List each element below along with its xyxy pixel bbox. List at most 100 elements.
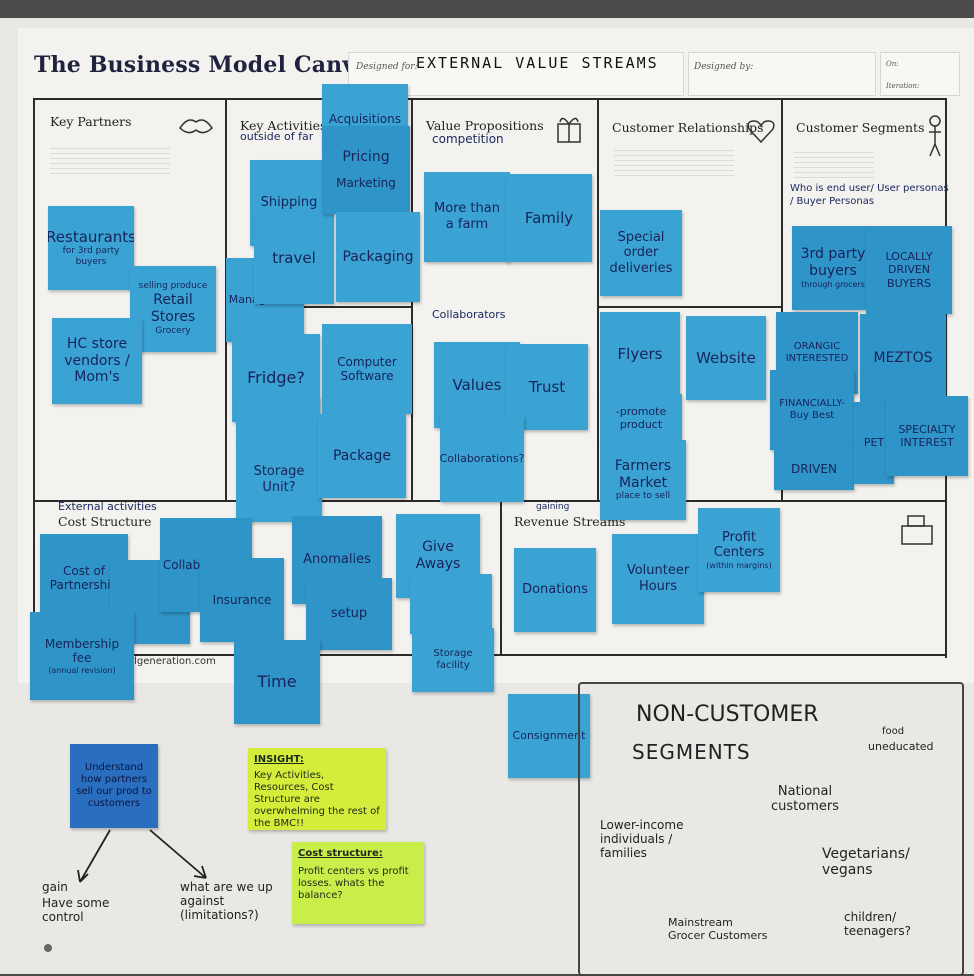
designed-for-label: Designed for: — [356, 62, 418, 72]
section-cost-structure: Cost Structure — [58, 514, 152, 529]
sticky-insight-title: INSIGHT: — [254, 754, 304, 765]
sticky-time[interactable]: Time — [234, 640, 320, 724]
sticky-understand-label: Understand how partners sell our prod to… — [76, 762, 152, 809]
sticky-locally-driven[interactable]: LOCALLY DRIVEN BUYERS — [866, 226, 952, 314]
handshake-icon — [179, 119, 213, 134]
designed-by-box — [688, 52, 876, 96]
sticky-donations[interactable]: Donations — [514, 548, 596, 632]
sticky-packaging[interactable]: Packaging — [336, 212, 420, 302]
designed-by-label: Designed by: — [694, 62, 754, 72]
non-customer-title: NON-CUSTOMER — [636, 702, 819, 727]
sticky-financially[interactable]: FINANCIALLY- Buy Best — [770, 370, 854, 450]
sticky-membership-sub: (annual revision) — [48, 665, 116, 675]
nc-national-customers: National customers — [771, 784, 839, 814]
sticky-retail-top: selling produce — [138, 281, 208, 292]
sticky-promote-product[interactable]: -promote product — [600, 394, 682, 442]
sticky-meztos[interactable]: MEZTOS — [860, 314, 946, 402]
sticky-membership-fee[interactable]: Membership fee(annual revision) — [30, 612, 134, 700]
value-propositions-note: competition — [432, 132, 504, 146]
sticky-family[interactable]: Family — [506, 174, 592, 262]
sticky-specialty-interest[interactable]: SPECIALTY INTEREST — [886, 396, 968, 476]
sticky-cost-partial-2 — [410, 574, 492, 634]
sticky-more-than-a-farm[interactable]: More than a farm — [424, 172, 510, 262]
sticky-insight[interactable]: INSIGHT:Key Activities, Resources, Cost … — [248, 748, 386, 830]
sticky-farmers-market-sub: place to sell — [615, 491, 671, 502]
sticky-profit-label: Profit Centers — [713, 529, 765, 561]
sticky-special-order[interactable]: Special order deliveries — [600, 210, 682, 296]
sticky-organic-label: ORANGIC INTERESTED — [785, 341, 849, 364]
sticky-third-party-label: 3rd party buyers — [800, 246, 866, 280]
designed-for-value: EXTERNAL VALUE STREAMS — [416, 54, 659, 72]
sticky-profit-centers[interactable]: Profit Centers(within margins) — [698, 508, 780, 592]
sticky-computer-software[interactable]: Computer Software — [322, 324, 412, 414]
sticky-storage-unit[interactable]: Storage Unit? — [236, 438, 322, 522]
sticky-setup-label: setup — [330, 606, 368, 622]
grid-col-3 — [597, 98, 599, 500]
sticky-hc-store[interactable]: HC store vendors / Mom's — [52, 318, 142, 404]
sticky-website[interactable]: Website — [686, 316, 766, 400]
canvas-title: The Business Model Canvas — [34, 52, 383, 78]
nc-mainstream: Mainstream Grocer Customers — [668, 916, 768, 942]
heart-icon — [747, 120, 775, 144]
sticky-anomalies-label: Anomalies — [303, 552, 371, 568]
sticky-package[interactable]: Package — [318, 414, 406, 498]
sticky-trust-label: Trust — [528, 378, 566, 396]
sticky-driven[interactable]: DRIVEN — [774, 448, 854, 490]
key-activities-note: outside of far — [240, 130, 314, 143]
sticky-consignment-label: Consignment — [512, 729, 586, 743]
grid-bottom-divider — [500, 500, 502, 656]
collaborators-label: Collaborators — [432, 308, 506, 321]
nc-vegetarians: Vegetarians/ vegans — [822, 846, 910, 878]
sticky-time-label: Time — [257, 672, 297, 692]
sticky-cost-structure-question[interactable]: Cost structure: Profit centers vs profit … — [292, 842, 424, 924]
sticky-values-label: Values — [452, 376, 502, 394]
iteration-label: Iteration: — [886, 82, 920, 90]
nc-uneducated: uneducated — [868, 740, 934, 753]
sticky-donations-label: Donations — [522, 582, 588, 598]
sticky-consignment[interactable]: Consignment — [508, 694, 590, 778]
sticky-marketing-label: Marketing — [336, 176, 396, 191]
sticky-hc-store-label: HC store vendors / Mom's — [64, 335, 130, 386]
sticky-storage-facility[interactable]: Storage facility — [412, 628, 494, 692]
sticky-volunteer-hours[interactable]: Volunteer Hours — [612, 534, 704, 624]
sticky-setup[interactable]: setup — [306, 578, 392, 650]
sticky-collaborations-label: Collaborations? — [440, 452, 524, 466]
section-customer-relationships: Customer Relationships — [612, 120, 764, 135]
sticky-trust[interactable]: Trust — [506, 344, 588, 430]
sticky-travel-label: travel — [272, 249, 316, 267]
relationships-prompt-text — [614, 146, 734, 176]
sticky-pricing-label: Pricing — [342, 149, 390, 166]
sticky-cost-title: Cost structure: — [298, 848, 383, 859]
sticky-flyers[interactable]: Flyers — [600, 312, 680, 396]
segments-handwritten-note: Who is end user/ User personas / Buyer P… — [790, 183, 949, 207]
sticky-insurance[interactable]: Insurance — [200, 558, 284, 642]
sticky-driven-label: DRIVEN — [791, 461, 837, 476]
handwriting-gain: gain — [42, 880, 68, 894]
sticky-acquisitions-label: Acquisitions — [329, 111, 401, 126]
sticky-resources-partial — [236, 396, 320, 442]
sticky-give-aways-label: Give Aways — [415, 539, 461, 572]
sticky-retail-sub: Grocery — [155, 325, 191, 336]
sticky-promote-label: -promote product — [615, 404, 667, 431]
sticky-financially-label: FINANCIALLY- Buy Best — [779, 398, 845, 421]
grid-resources-divider — [227, 306, 411, 308]
sticky-more-than-farm-label: More than a farm — [434, 201, 500, 232]
sticky-cost-body: Profit centers vs profit losses. whats t… — [298, 866, 409, 901]
branch-arrows — [77, 829, 207, 883]
sticky-understand-partners[interactable]: Understand how partners sell our prod to… — [70, 744, 158, 828]
sticky-insurance-label: Insurance — [212, 592, 272, 607]
segments-prompt-text — [794, 148, 874, 178]
sticky-meztos-label: MEZTOS — [873, 349, 933, 366]
sticky-farmers-market-label: Farmers Market — [614, 457, 672, 491]
sticky-values[interactable]: Values — [434, 342, 520, 428]
handwriting-have-control: Have some control — [42, 896, 110, 924]
nc-lower-income: Lower-income individuals / families — [600, 818, 684, 860]
sticky-family-label: Family — [524, 209, 574, 227]
sticky-travel[interactable]: travel — [254, 212, 334, 304]
sticky-collaborations[interactable]: Collaborations? — [440, 416, 524, 502]
